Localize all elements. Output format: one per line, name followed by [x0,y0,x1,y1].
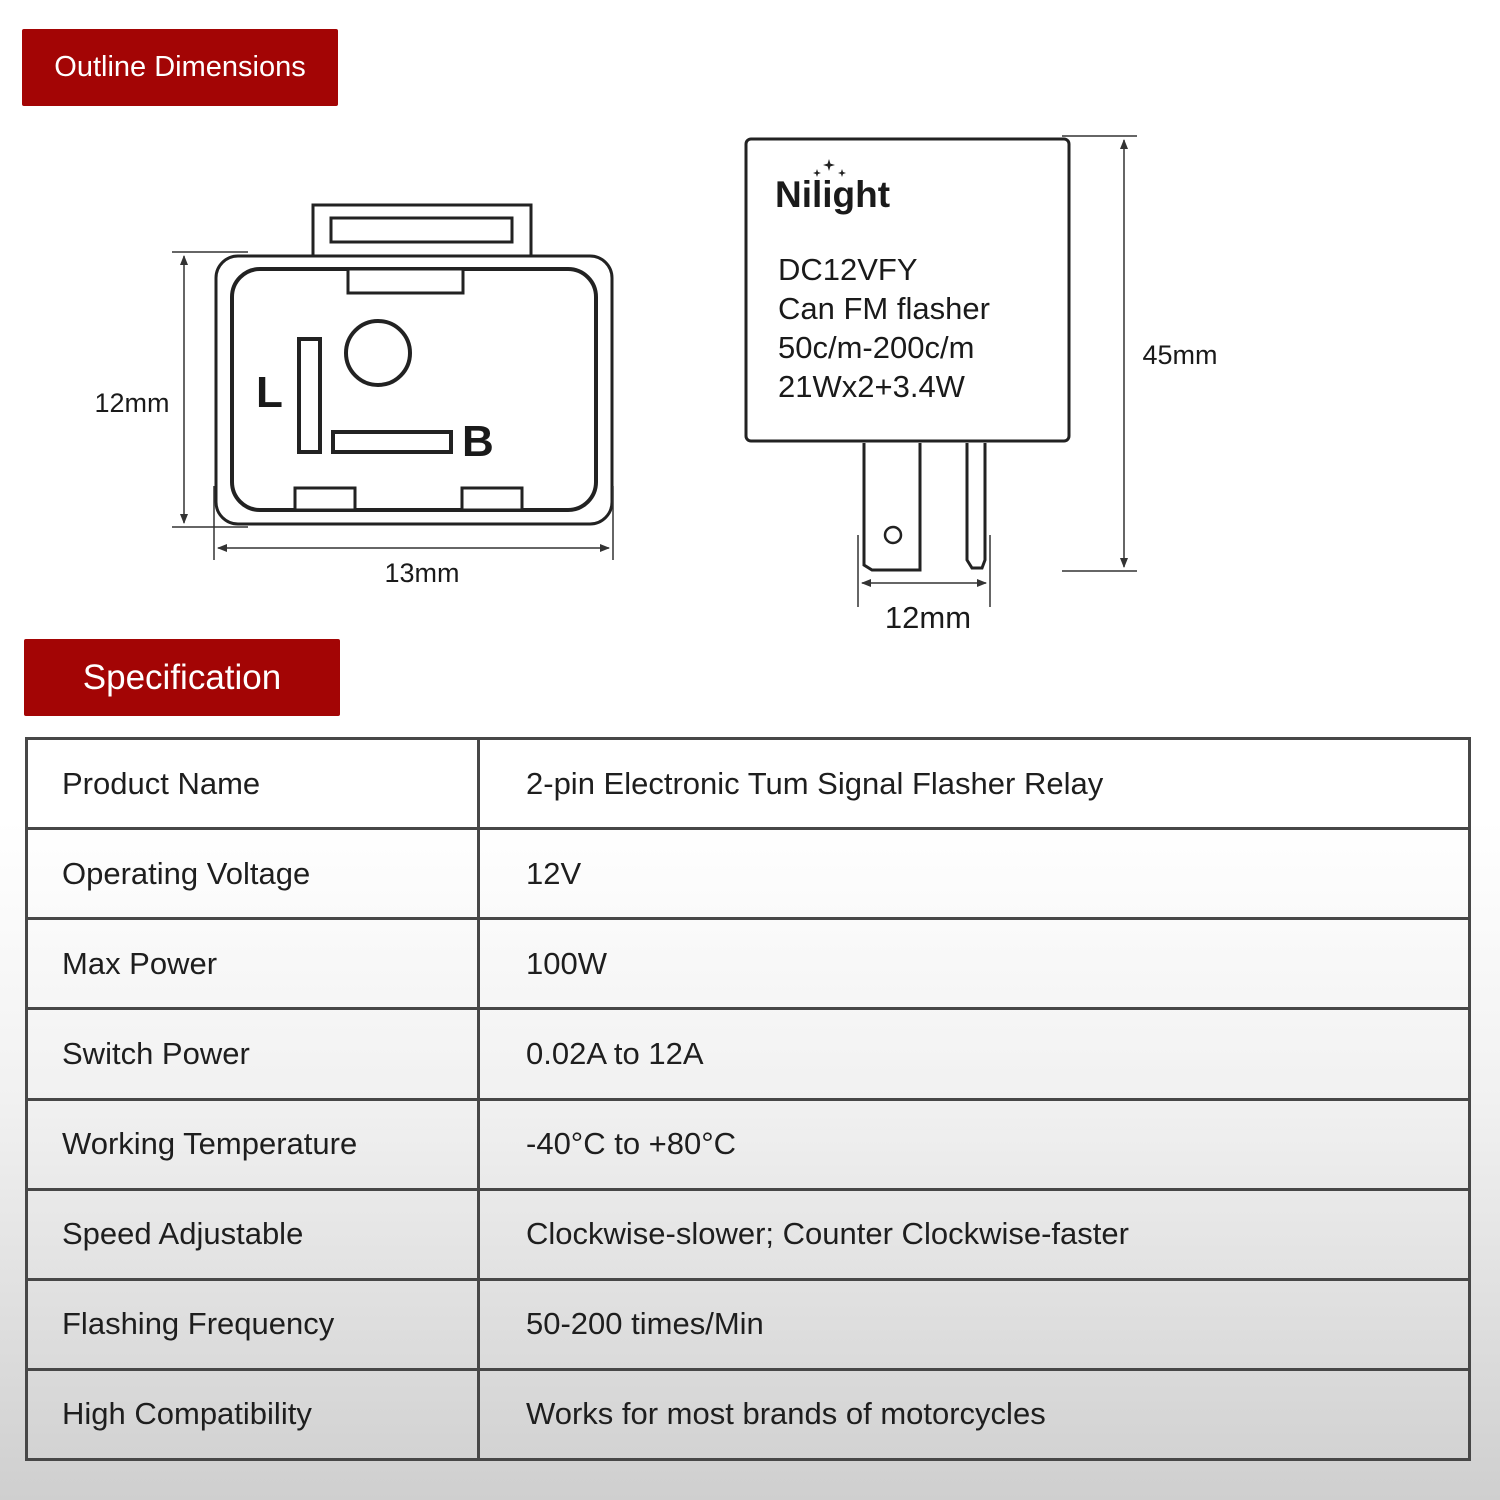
pin-width-label: 12mm [885,600,971,635]
front-height-label: 12mm [94,388,169,418]
wide-pin [862,443,922,572]
spec-value: Works for most brands of motorcycles [477,1367,1471,1462]
label-line-4: 21Wx2+3.4W [778,369,966,404]
spec-label: Operating Voltage [25,827,480,921]
front-view: L B 12mm 13mm [94,203,614,588]
top-tab-slot [329,216,514,244]
spec-value: Clockwise-slower; Counter Clockwise-fast… [477,1187,1471,1281]
table-row: Operating Voltage 12V [25,827,1471,921]
pin-l-slot [297,337,322,454]
table-row: Max Power 100W [25,917,1471,1011]
spec-value: 100W [477,917,1471,1011]
spec-label: High Compatibility [25,1367,480,1462]
front-width-label: 13mm [384,558,459,588]
pin-b-label: B [462,417,494,466]
label-line-1: DC12VFY [778,252,918,287]
top-notch [346,267,465,295]
table-row: Flashing Frequency 50-200 times/Min [25,1277,1471,1371]
label-line-3: 50c/m-200c/m [778,330,974,365]
side-height-label: 45mm [1142,340,1217,370]
spec-value: 50-200 times/Min [477,1277,1471,1371]
housing-inner [230,267,598,512]
spec-label: Speed Adjustable [25,1187,480,1281]
table-row: Speed Adjustable Clockwise-slower; Count… [25,1187,1471,1281]
spec-value: 2-pin Electronic Tum Signal Flasher Rela… [477,736,1471,831]
spec-label: Working Temperature [25,1097,480,1191]
brand-logo: Nilight [775,174,890,215]
table-row: High Compatibility Works for most brands… [25,1367,1471,1462]
table-row: Switch Power 0.02A to 12A [25,1007,1471,1101]
spec-label: Product Name [25,736,480,831]
label-line-2: Can FM flasher [778,291,990,326]
spec-value: 12V [477,827,1471,921]
spec-label: Flashing Frequency [25,1277,480,1371]
side-view: Nilight DC12VFY Can FM flasher 50c/m-200… [744,135,1218,635]
adjust-knob [344,319,412,387]
spec-value: -40°C to +80°C [477,1097,1471,1191]
table-row: Working Temperature -40°C to +80°C [25,1097,1471,1191]
pin-b-slot [331,430,453,454]
outline-dimensions-heading: Outline Dimensions [22,29,338,106]
table-row: Product Name 2-pin Electronic Tum Signal… [25,736,1471,831]
relay-body [744,137,1071,443]
pin-l-label: L [256,368,283,417]
spec-value: 0.02A to 12A [477,1007,1471,1101]
specification-table: Product Name 2-pin Electronic Tum Signal… [25,736,1471,1462]
narrow-pin [965,443,987,570]
bottom-notch-right [460,486,524,512]
spec-label: Max Power [25,917,480,1011]
outline-diagram: L B 12mm 13mm Nilight DC12VFY Can FM fla… [94,135,1218,635]
sparkle-icon [813,159,846,177]
specification-heading: Specification [24,639,340,716]
spec-label: Switch Power [25,1007,480,1101]
pin-hole [883,525,903,545]
bottom-notch-left [293,486,357,512]
